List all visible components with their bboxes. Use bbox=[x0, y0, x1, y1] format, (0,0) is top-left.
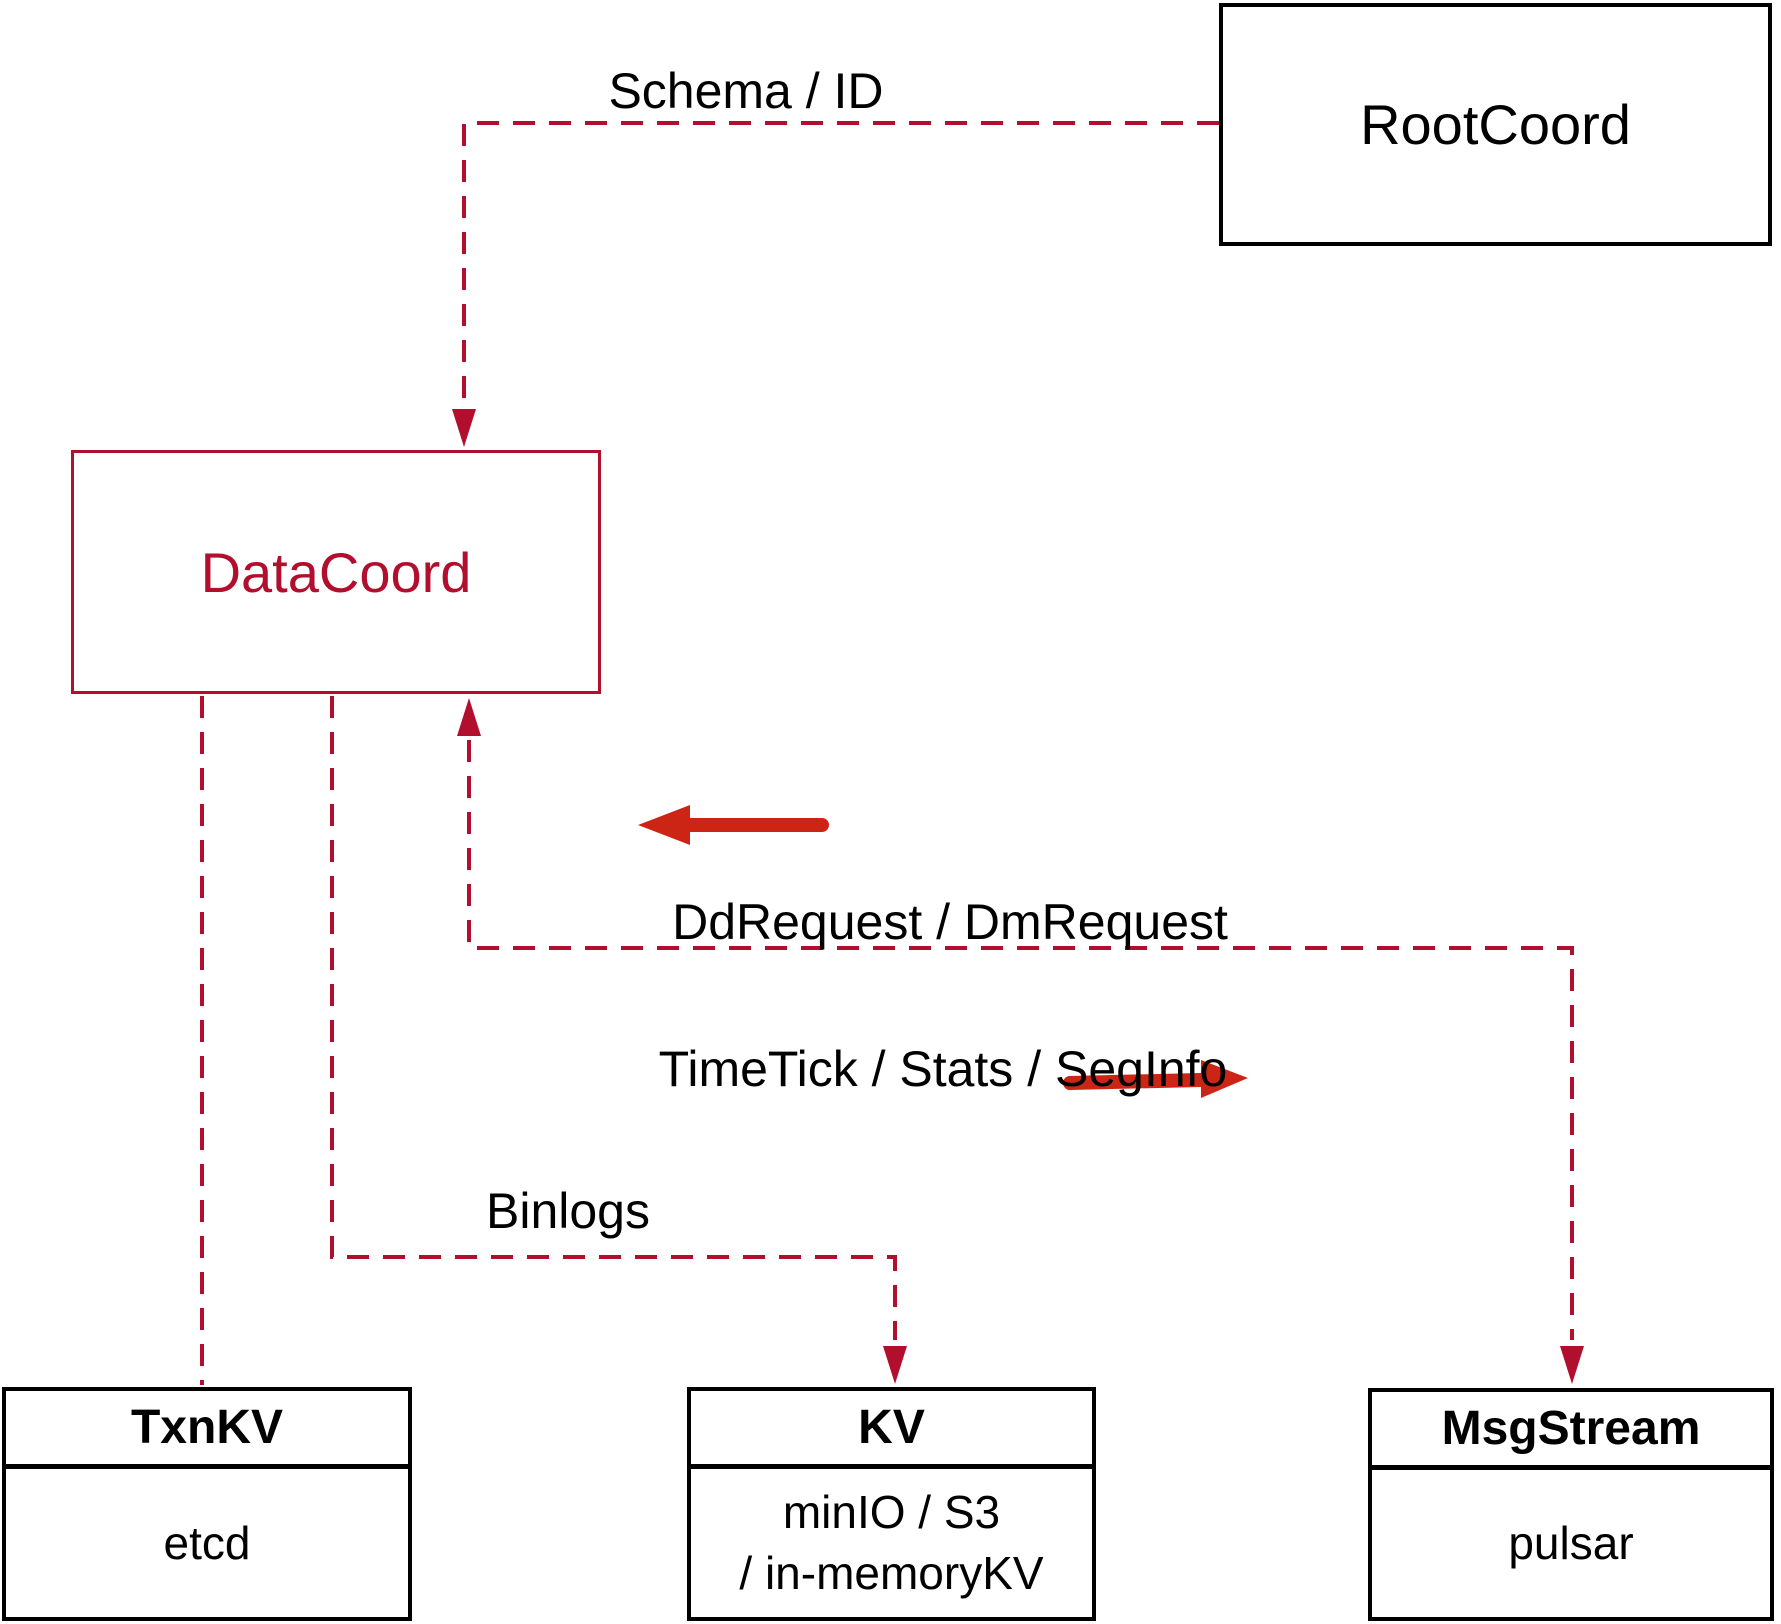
arrowhead-down-icon bbox=[883, 1346, 907, 1384]
node-datacoord: DataCoord bbox=[71, 450, 601, 694]
arrowhead-up-icon bbox=[457, 698, 481, 736]
node-msgstream: MsgStream pulsar bbox=[1368, 1388, 1774, 1621]
node-datacoord-label: DataCoord bbox=[200, 540, 472, 604]
node-msgstream-title: MsgStream bbox=[1372, 1392, 1770, 1470]
edge-ddrequest-path bbox=[467, 740, 1574, 1340]
node-rootcoord: RootCoord bbox=[1219, 3, 1772, 246]
node-rootcoord-label: RootCoord bbox=[1360, 93, 1631, 156]
node-msgstream-body: pulsar bbox=[1508, 1517, 1634, 1570]
node-txnkv-body: etcd bbox=[163, 1516, 251, 1569]
node-txnkv-title: TxnKV bbox=[6, 1391, 408, 1469]
node-kv-body-line1: minIO / S3 bbox=[782, 1486, 1001, 1539]
arrow-left-icon bbox=[638, 805, 829, 845]
edge-schema-id-path bbox=[462, 121, 1219, 432]
node-kv: KV minIO / S3 / in-memoryKV bbox=[687, 1387, 1096, 1621]
node-txnkv: TxnKV etcd bbox=[2, 1387, 412, 1621]
edge-label-schema-id: Schema / ID bbox=[608, 63, 884, 119]
edge-label-timetick: TimeTick / Stats / SegInfo bbox=[658, 1041, 1228, 1097]
node-kv-body: minIO / S3 / in-memoryKV bbox=[691, 1469, 1092, 1617]
node-kv-body-line2: / in-memoryKV bbox=[739, 1547, 1044, 1599]
edge-label-binlogs: Binlogs bbox=[486, 1183, 650, 1239]
node-kv-title: KV bbox=[691, 1391, 1092, 1469]
edge-label-ddrequest: DdRequest / DmRequest bbox=[672, 894, 1228, 950]
arrow-right-icon bbox=[1063, 1060, 1248, 1098]
edge-binlogs-path bbox=[330, 696, 897, 1340]
arrowhead-down-icon bbox=[452, 409, 476, 447]
arrowhead-down-icon bbox=[1560, 1346, 1584, 1384]
